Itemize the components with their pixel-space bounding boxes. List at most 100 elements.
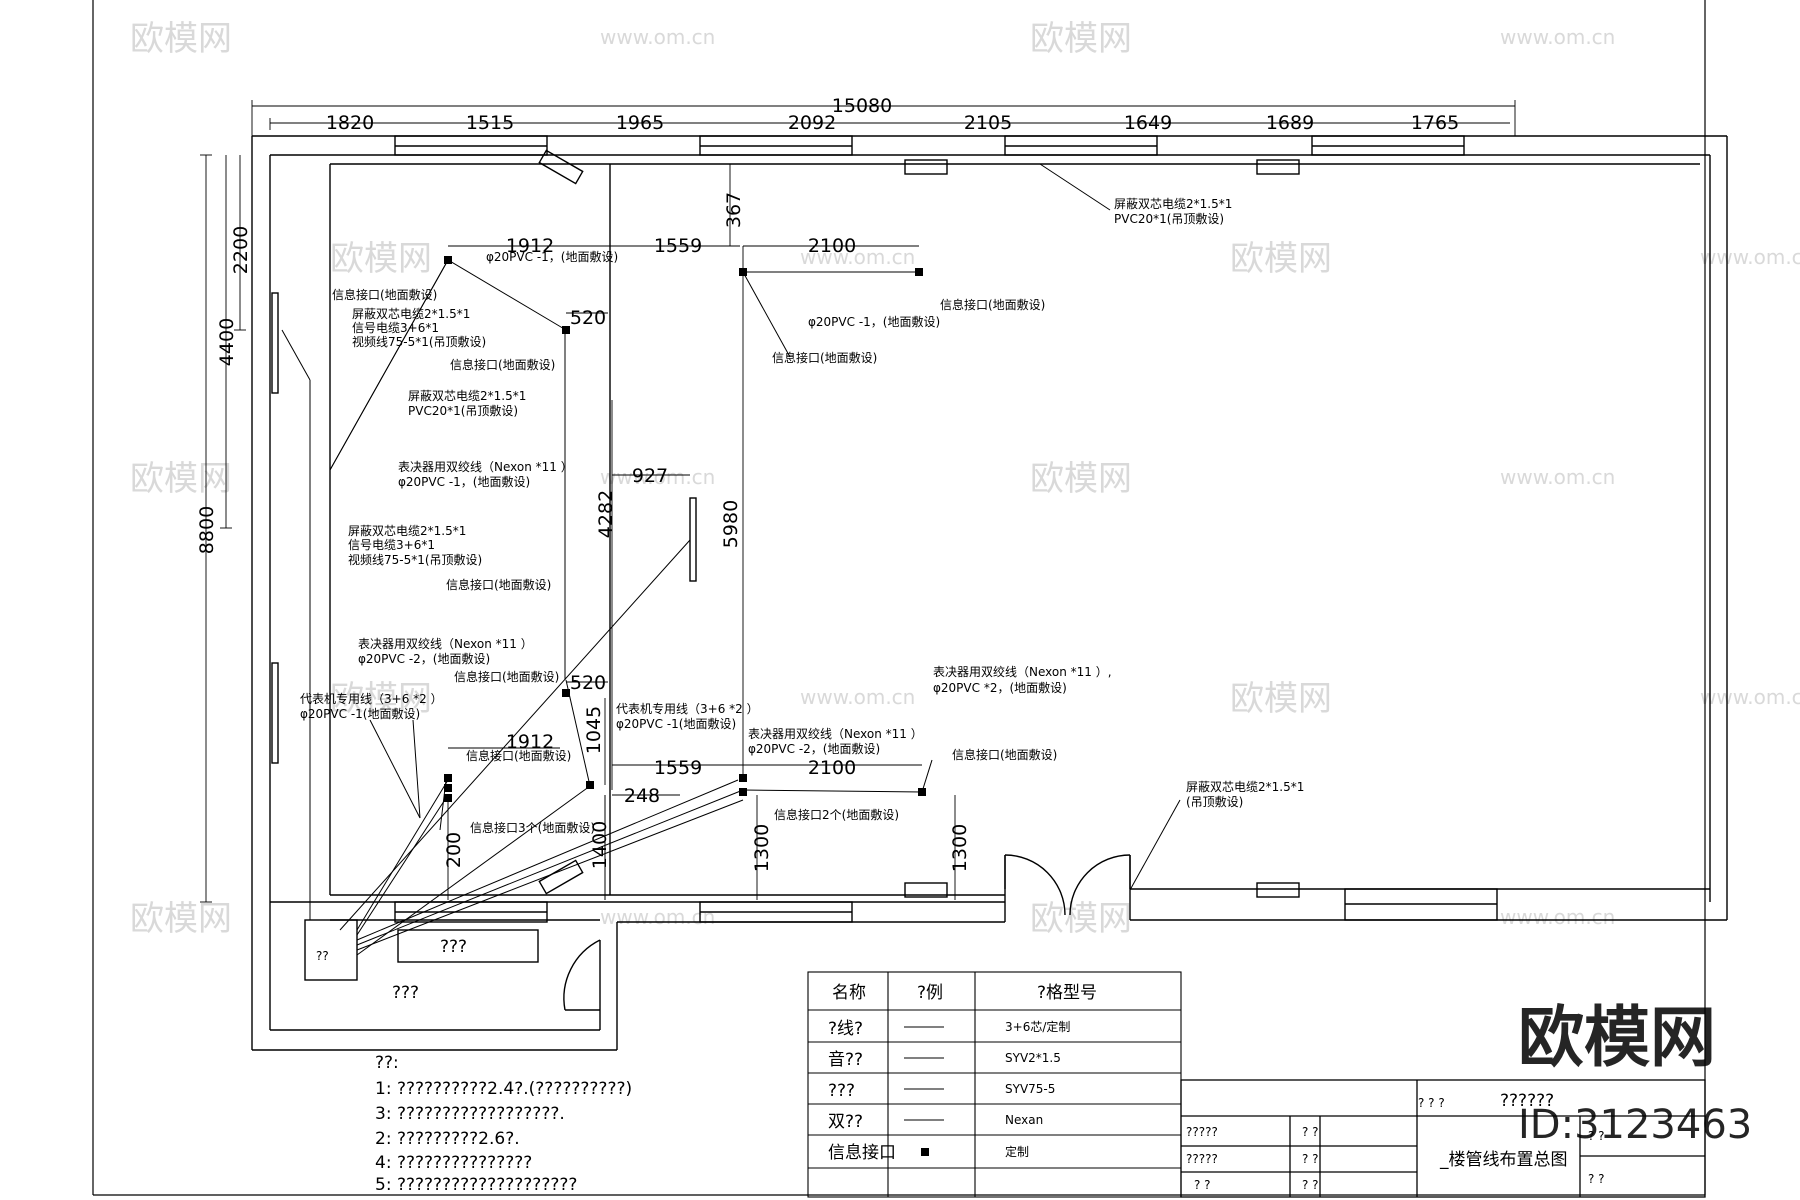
title-cell-mid-3: ? ? bbox=[1302, 1178, 1319, 1192]
dim-top-2: 1515 bbox=[466, 112, 514, 134]
watermark-brand: 欧模网 bbox=[1030, 459, 1132, 499]
dimension-lines bbox=[200, 100, 1516, 903]
dim-2200: 2200 bbox=[230, 226, 252, 274]
label-info-port-tr: 信息接口(地面敷设) bbox=[940, 297, 1045, 312]
label-info-port-3x: 信息接口3个(地面敷设) bbox=[470, 820, 595, 835]
label-vote-cable-4b: φ20PVC *2，(地面敷设) bbox=[933, 680, 1067, 695]
label-cable-group-2a: 屏蔽双芯电缆2*1.5*1 bbox=[348, 524, 466, 538]
dim-top-3: 1965 bbox=[616, 112, 664, 134]
legend-row-5-spec: 定制 bbox=[1005, 1144, 1029, 1159]
notes-line-4: 4: ??????????????? bbox=[375, 1153, 532, 1173]
label-info-port-2x: 信息接口2个(地面敷设) bbox=[774, 807, 899, 822]
label-info-port-tm: 信息接口(地面敷设) bbox=[772, 350, 877, 365]
dim-1559-b: 1559 bbox=[654, 757, 702, 779]
label-cable-group-2b: 信号电缆3+6*1 bbox=[348, 538, 435, 552]
dim-top-6: 1649 bbox=[1124, 112, 1172, 134]
dim-1912-b: 1912 bbox=[506, 731, 554, 753]
info-port bbox=[444, 784, 452, 792]
title-block: ? ? ? ?????? ????? ????? ? ? ? ? ? ? ? ?… bbox=[1180, 1079, 1706, 1198]
label-info-port-5: 信息接口(地面敷设) bbox=[466, 748, 571, 763]
watermark-site: www.om.cn bbox=[1700, 685, 1800, 709]
info-port bbox=[444, 256, 452, 264]
dim-367: 367 bbox=[723, 192, 745, 228]
dim-8800: 8800 bbox=[196, 506, 218, 554]
label-rep-cable-2b: φ20PVC -1(地面敷设) bbox=[616, 716, 736, 731]
label-ceiling-cable-ra: 屏蔽双芯电缆2*1.5*1 bbox=[1114, 197, 1232, 211]
watermark-layer: 欧模网 www.om.cn 欧模网 www.om.cn 欧模网 www.om.cn 欧模网 w… bbox=[130, 19, 1800, 939]
info-port bbox=[915, 268, 923, 276]
watermark-site: www.om.cn bbox=[800, 685, 915, 709]
legend-row-1-name: ?线? bbox=[828, 1019, 863, 1039]
title-right-1: ? ? bbox=[1588, 1129, 1605, 1143]
watermark-brand: 欧模网 bbox=[1030, 899, 1132, 939]
dim-520-b: 520 bbox=[570, 672, 606, 694]
label-cable-group-2c: 视频线75-5*1(吊顶敷设) bbox=[348, 552, 482, 567]
label-rep-cable-2a: 代表机专用线（3+6 *2 ） bbox=[616, 701, 759, 716]
title-cell-left-3: ? ? bbox=[1194, 1178, 1211, 1192]
label-info-port-1: 信息接口(地面敷设) bbox=[332, 287, 437, 302]
watermark-site: www.om.cn bbox=[1500, 905, 1615, 929]
building-walls bbox=[251, 135, 1728, 1051]
drawing-name: _楼管线布置总图 bbox=[1439, 1150, 1568, 1170]
room-control-label: ?? bbox=[316, 949, 329, 963]
legend-info-port-symbol bbox=[921, 1148, 929, 1156]
label-info-port-3: 信息接口(地面敷设) bbox=[446, 577, 551, 592]
legend-row-3-spec: SYV75-5 bbox=[1005, 1082, 1055, 1096]
label-ceiling-cable-1a: 屏蔽双芯电缆2*1.5*1 bbox=[408, 389, 526, 403]
info-port bbox=[586, 781, 594, 789]
info-port bbox=[739, 788, 747, 796]
watermark-brand: 欧模网 bbox=[330, 239, 432, 279]
notes-line-2: 3: ??????????????????. bbox=[375, 1104, 565, 1124]
label-rep-cable-1b: φ20PVC -1(地面敷设) bbox=[300, 706, 420, 721]
label-cable-group-1c: 视频线75-5*1(吊顶敷设) bbox=[352, 334, 486, 349]
room-below-label: ??? bbox=[392, 983, 419, 1003]
info-port bbox=[562, 689, 570, 697]
dim-927: 927 bbox=[632, 465, 668, 487]
info-port bbox=[918, 788, 926, 796]
title-cell-left-1: ????? bbox=[1186, 1125, 1218, 1139]
dim-520-a: 520 bbox=[570, 307, 606, 329]
watermark-site: www.om.cn bbox=[1500, 465, 1615, 489]
label-info-port-2: 信息接口(地面敷设) bbox=[450, 357, 555, 372]
legend-row-2-spec: SYV2*1.5 bbox=[1005, 1051, 1061, 1065]
notes-line-5: 5: ???????????????????? bbox=[375, 1175, 577, 1195]
dim-2100-a: 2100 bbox=[808, 235, 856, 257]
legend-row-4-name: 双?? bbox=[828, 1112, 863, 1132]
label-vote-cable-4a: 表决器用双绞线（Nexon *11 ）, bbox=[933, 664, 1112, 679]
title-top-label: ? ? ? bbox=[1418, 1096, 1445, 1110]
dim-1045: 1045 bbox=[583, 706, 605, 754]
legend-row-2-name: 音?? bbox=[828, 1050, 863, 1070]
dim-4282: 4282 bbox=[595, 490, 617, 538]
watermark-brand: 欧模网 bbox=[1230, 679, 1332, 719]
notes: ??: 1: ??????????2.4?.(??????????) 3: ??… bbox=[375, 1053, 632, 1195]
dim-total: 15080 bbox=[832, 95, 892, 117]
label-ceiling-cable-ba: 屏蔽双芯电缆2*1.5*1 bbox=[1186, 780, 1304, 794]
dim-1400: 1400 bbox=[589, 821, 611, 869]
brand-logo-text: 欧模网 bbox=[1518, 999, 1716, 1076]
label-vote-cable-2a: 表决器用双绞线（Nexon *11 ） bbox=[358, 636, 533, 651]
dim-top-1: 1820 bbox=[326, 112, 374, 134]
dim-1300-b: 1300 bbox=[949, 824, 971, 872]
label-pvc-top-right: φ20PVC -1，(地面敷设) bbox=[808, 314, 940, 329]
legend-header-name: 名称 bbox=[832, 983, 866, 1003]
dim-4400: 4400 bbox=[216, 318, 238, 366]
watermark-brand: 欧模网 bbox=[130, 19, 232, 59]
legend-row-4-spec: Nexan bbox=[1005, 1113, 1043, 1127]
label-ceiling-cable-bb: (吊顶敷设) bbox=[1186, 794, 1243, 809]
watermark-site: www.om.cn bbox=[600, 465, 715, 489]
title-right-2: ? ? bbox=[1588, 1172, 1605, 1186]
legend-table: 名称 ?例 ?格型号 ?线? 3+6芯/定制 音?? SYV2*1.5 ??? … bbox=[807, 971, 1182, 1198]
dimension-texts: 15080 1820 1515 1965 2092 2105 1649 1689… bbox=[196, 95, 1459, 872]
dim-200: 200 bbox=[443, 832, 465, 868]
label-ceiling-cable-rb: PVC20*1(吊顶敷设) bbox=[1114, 211, 1224, 226]
notes-line-1: 1: ??????????2.4?.(??????????) bbox=[375, 1079, 632, 1099]
label-pvc-top: φ20PVC -1，(地面敷设) bbox=[486, 249, 618, 264]
notes-heading: ??: bbox=[375, 1053, 399, 1073]
watermark-site: www.om.cn bbox=[800, 245, 915, 269]
watermark-site: www.om.cn bbox=[600, 905, 715, 929]
label-vote-cable-3a: 表决器用双绞线（Nexon *11 ） bbox=[748, 726, 923, 741]
legend-row-5-name: 信息接口 bbox=[828, 1143, 896, 1163]
cable-routes bbox=[281, 163, 1181, 956]
dim-top-7: 1689 bbox=[1266, 112, 1314, 134]
